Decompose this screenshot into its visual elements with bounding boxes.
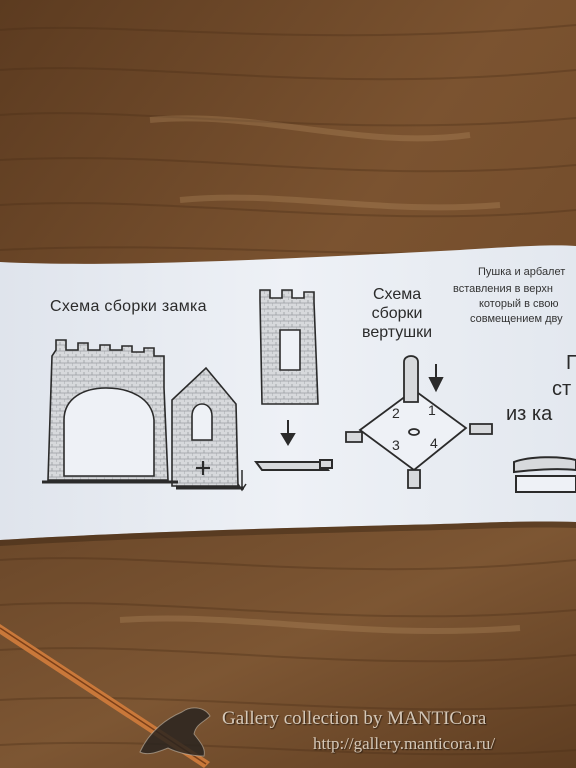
spinner-diagram <box>345 355 493 489</box>
cannon-part-diagram <box>513 456 576 493</box>
tower-diagram <box>259 289 319 405</box>
tower-part-flat <box>254 459 333 471</box>
wood-table-lower <box>0 520 576 768</box>
cut-off-text-line: Пушка и арбалет <box>478 266 566 278</box>
spinner-arrow <box>428 364 444 393</box>
tower-arrow <box>280 420 296 446</box>
cut-off-text-line: вставления в верхн <box>453 283 553 295</box>
spinner-number-2: 2 <box>392 405 400 421</box>
spinner-assembly-title: Схема сборки вертушки <box>362 285 432 342</box>
cut-off-heading-line: из ка <box>506 403 553 425</box>
paper-shadow <box>0 521 576 546</box>
castle-diagram <box>47 339 239 487</box>
castle-arrow <box>237 470 247 492</box>
spinner-number-4: 4 <box>430 435 438 451</box>
spinner-title-line: сборки <box>371 305 423 322</box>
castle-ground-line <box>42 480 244 490</box>
spinner-title-line: Схема <box>372 286 422 303</box>
cut-off-text-line: который в свою <box>479 298 559 310</box>
spinner-numbers: 2 1 3 4 <box>392 402 438 453</box>
wood-grain <box>0 24 576 756</box>
cut-off-text-line: совмещением дву <box>470 313 563 325</box>
spinner-title-line: вертушки <box>362 324 433 341</box>
manticore-logo <box>139 707 211 757</box>
watermark-title: Gallery collection by MANTICora <box>222 708 487 729</box>
cut-off-heading-line: П <box>566 352 576 374</box>
spinner-number-1: 1 <box>428 402 436 418</box>
watermark-url: http://gallery.manticora.ru/ <box>313 734 496 753</box>
cut-off-heading-line: ст <box>552 378 572 400</box>
castle-assembly-title: Схема сборки замка <box>50 298 207 315</box>
wood-highlights <box>119 115 521 635</box>
spinner-number-3: 3 <box>392 437 400 453</box>
